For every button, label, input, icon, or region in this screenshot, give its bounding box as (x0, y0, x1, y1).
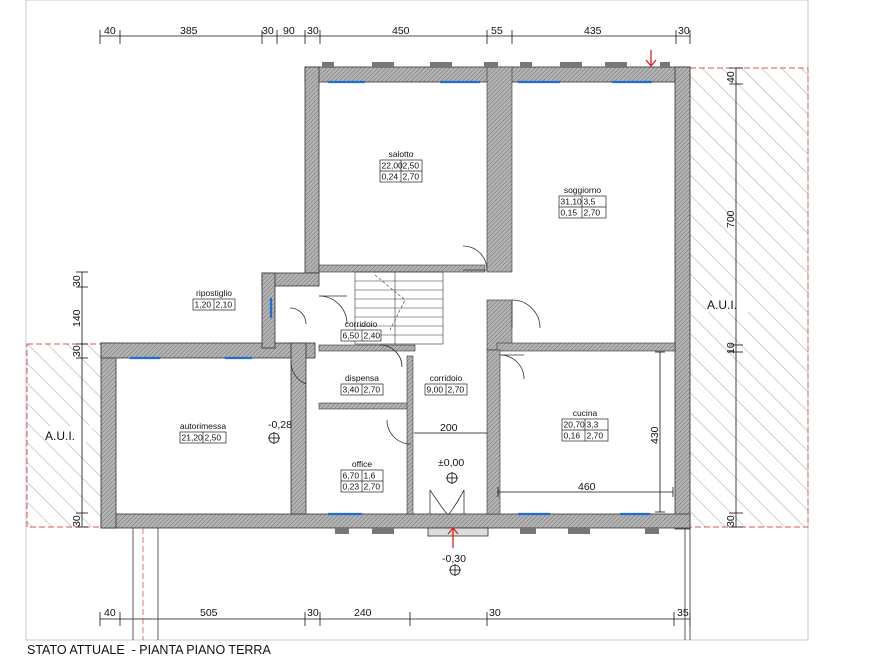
room-table-4 (340, 329, 382, 342)
top-dim-7: 55 (491, 25, 503, 37)
outside-elevation: -0,30 (442, 553, 466, 565)
room-value: 3,3 (587, 420, 599, 430)
top-dim-6: 450 (392, 25, 410, 37)
room-value: 2,70 (364, 482, 381, 492)
exterior-walls (100, 66, 691, 530)
room-value: 2,50 (403, 161, 420, 171)
bottom-dim-5: 30 (489, 607, 501, 619)
bottom-dimension-line (99, 612, 691, 626)
aui-left-label: A.U.I. (45, 429, 75, 443)
room-value: 9,00 (427, 385, 444, 395)
right-dim-2: 700 (725, 210, 737, 228)
room-name-2: soggiorno (564, 185, 602, 195)
left-dim-3: 30 (71, 345, 83, 357)
room-value: 1,6 (364, 471, 376, 481)
entrance-elevation: ±0,00 (438, 457, 464, 469)
plan-caption: STATO ATTUALE - PIANTA PIANO TERRA (27, 643, 271, 657)
entrance-arrows (447, 50, 657, 548)
room-value: 22,00 (382, 161, 404, 171)
elevation-markers (268, 432, 461, 576)
aui-right-label: A.U.I. (707, 298, 737, 312)
room-value: 2,70 (364, 385, 381, 395)
left-dimension-line (76, 271, 88, 528)
right-dim-1: 40 (725, 71, 737, 83)
right-dim-4: 30 (725, 515, 737, 527)
right-dimension-line (729, 67, 743, 528)
room-value: 31,10 (561, 197, 583, 207)
room-value: 2,40 (364, 331, 381, 341)
room-value: 1,20 (195, 300, 212, 310)
room-value: 6,70 (343, 471, 360, 481)
room-value: 2,70 (584, 208, 601, 218)
room-value: 2,70 (587, 431, 604, 441)
corridor-width-dim: 200 (440, 422, 458, 434)
bottom-dim-4: 240 (354, 607, 372, 619)
left-dim-4: 30 (71, 515, 83, 527)
room-value: 0,24 (382, 172, 399, 182)
kitchen-width-dim: 460 (578, 481, 596, 493)
top-dim-8: 435 (584, 25, 602, 37)
room-value: 2,70 (403, 172, 420, 182)
top-dim-4: 90 (283, 25, 295, 37)
top-dim-5: 30 (307, 25, 319, 37)
top-dim-9: 30 (678, 25, 690, 37)
right-dim-3: 10 (725, 342, 737, 354)
room-value: 0,16 (564, 431, 581, 441)
left-dim-2: 140 (71, 309, 83, 327)
bottom-dim-6: 35 (677, 607, 689, 619)
room-name-5: dispensa (345, 373, 379, 383)
room-value: 2,70 (448, 385, 465, 395)
room-value: 3,5 (584, 197, 596, 207)
top-dim-2: 385 (180, 25, 198, 37)
room-value: 0,15 (561, 208, 578, 218)
room-value: 0,23 (343, 482, 360, 492)
room-value: 3,40 (343, 385, 360, 395)
room-name-1: salotto (388, 149, 413, 159)
kitchen-depth-dim: 430 (649, 426, 661, 444)
top-dimension-line (99, 30, 691, 44)
room-value: 2,50 (205, 433, 222, 443)
room-name-6: corridoio (430, 373, 463, 383)
bottom-dim-1: 40 (104, 607, 116, 619)
room-name-9: office (352, 459, 372, 469)
left-dim-1: 30 (71, 275, 83, 287)
interior-walls (318, 66, 676, 515)
room-name-4: corridoio (345, 319, 378, 329)
driveway (132, 527, 691, 640)
room-name-7: autorimessa (180, 421, 227, 431)
room-value: 21,20 (182, 433, 204, 443)
wall-projections (322, 62, 670, 534)
bottom-dim-2: 505 (200, 607, 218, 619)
top-dim-1: 40 (104, 25, 116, 37)
room-value: 6,50 (343, 331, 360, 341)
kitchen-dims (414, 351, 674, 513)
door-swings (289, 245, 541, 515)
room-name-3: ripostiglio (196, 288, 232, 298)
garage-elevation: -0,28 (268, 419, 292, 431)
room-value: 2,10 (216, 300, 233, 310)
windows (130, 80, 652, 516)
bottom-dim-3: 30 (307, 607, 319, 619)
room-name-8: cucina (573, 408, 598, 418)
room-value: 20,70 (564, 420, 586, 430)
top-dim-3: 30 (262, 25, 274, 37)
